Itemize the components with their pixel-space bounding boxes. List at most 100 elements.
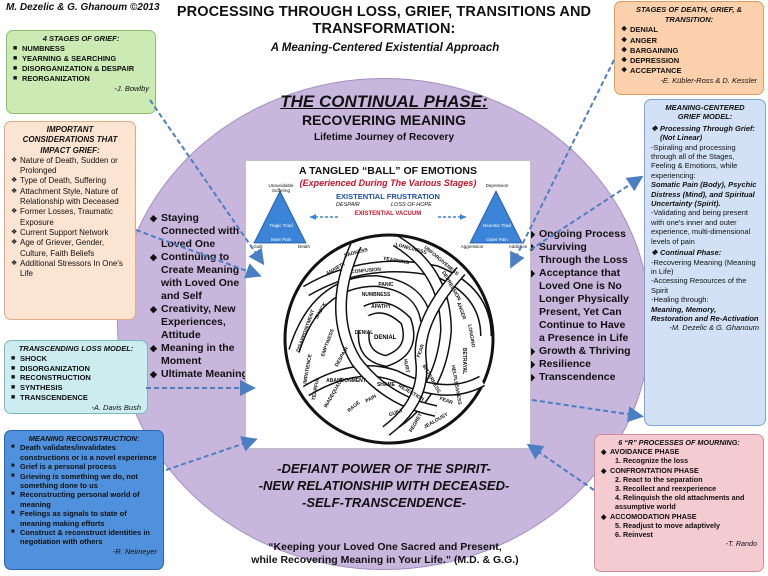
list-item: Grieving is something we do, not somethi… — [11, 472, 157, 491]
stages-of-death-box: STAGES OF DEATH, GRIEF, & TRANSITION: DE… — [614, 1, 764, 95]
loss-of-hope-label: LOSS OF HOPE — [391, 202, 432, 208]
triads-graphic — [253, 190, 523, 244]
section-title-text: Continual Phase: — [660, 248, 722, 258]
list-item: ANGER — [621, 36, 757, 46]
diamond-icon: ◆ — [601, 465, 607, 475]
emotion-label: PAIN — [364, 393, 378, 405]
attribution: -R. Neimeyer — [112, 546, 157, 556]
attribution: -J. Bowlby — [114, 84, 149, 93]
considerations-heading: IMPACT GRIEF: — [40, 145, 100, 155]
list-item: DEPRESSION — [621, 56, 757, 66]
stages-of-death-heading: STAGES OF DEATH, GRIEF, & — [636, 5, 742, 14]
emotion-label: SHAME — [376, 382, 396, 388]
emotion-label: GUILT — [388, 407, 404, 419]
emotion-label: DEPRESSION — [440, 270, 462, 302]
defiant-block: -DEFIANT POWER OF THE SPIRIT- -NEW RELAT… — [220, 460, 548, 511]
meaning-reconstruction-box: MEANING RECONSTRUCTION: Death validates/… — [4, 430, 164, 570]
neurotic-label: Neurotic Triad — [482, 223, 511, 228]
phase-title: THE CONTINUAL PHASE: — [280, 92, 488, 111]
emotion-label: PANIC — [378, 282, 394, 288]
left-bullet: Meaning in the Moment — [150, 342, 250, 368]
emotion-label: LONGING — [466, 323, 476, 349]
defiant-line: -SELF-TRANSCENDENCE- — [302, 495, 466, 510]
ball-subtitle: (Experienced During The Various Stages) — [299, 178, 477, 188]
emotion-label: HURT — [401, 358, 411, 374]
section-title: ❖Processing Through Grief: (Not Linear) — [651, 124, 759, 143]
emotion-label: IMPATIENCE — [302, 353, 314, 385]
attribution: -A. Davis Bush — [91, 402, 141, 412]
left-bullets: Staying Connected with Loved One Continu… — [150, 212, 250, 381]
emotion-label: APATHY — [371, 304, 391, 310]
six-r-processes-box: 6 “R” PROCESSES OF MOURNING: ◆AVOIDANCE … — [594, 434, 764, 572]
transcending-heading: TRANSCENDING LOSS MODEL: — [18, 344, 134, 353]
phase-item: 5. Readjust to move adaptively — [615, 520, 721, 530]
left-bullet: Ultimate Meaning — [150, 368, 250, 381]
diamond-icon: ◆ — [601, 511, 607, 521]
list-item: RECONSTRUCTION — [11, 373, 141, 383]
phase-subtitle: RECOVERING MEANING — [301, 112, 467, 128]
emotion-label: JEALOUSY — [422, 411, 450, 431]
section-text: -Accessing Resources of the Spirit — [651, 276, 747, 295]
list-item: ACCEPTANCE — [621, 66, 757, 76]
diamond-icon: ❖ — [651, 123, 658, 133]
list-item: DENIAL — [621, 25, 757, 35]
emotion-label: BITTERNESS — [420, 363, 442, 395]
emotion-label: FEAR — [415, 343, 427, 359]
existential-frustration: EXISTENTIAL FRUSTRATION — [336, 192, 440, 201]
section-text: -Healing through: — [651, 295, 709, 305]
list-item: REORGANIZATION — [13, 74, 149, 84]
right-bullet: Ongoing Process — [528, 228, 631, 241]
existential-vacuum: EXISTENTIAL VACUUM — [354, 211, 422, 217]
defiant-line: -NEW RELATIONSHIP WITH DECEASED- — [258, 478, 510, 493]
arrow-head — [460, 214, 466, 220]
list-item: Construct & reconstruct identities in ne… — [11, 528, 157, 547]
tragic-triad-triangle — [253, 190, 307, 244]
tragic-right: Death — [297, 244, 310, 249]
phase-title-text: AVOIDANCE PHASE — [610, 447, 680, 457]
list-item: Grief is a personal process — [11, 462, 157, 472]
emotion-label: ANGER — [455, 301, 467, 321]
right-bullet: Resilience — [528, 358, 631, 371]
list-item: Type of Death, Suffering — [11, 176, 129, 187]
list-item: Additional Stressors In One's Life — [11, 259, 129, 280]
list-item: Death validates/invalidates construction… — [11, 443, 157, 462]
left-bullet: Continuing to Create Meaning with Loved … — [150, 251, 250, 303]
arrow-head — [310, 214, 316, 220]
neurotic-left: Aggression — [460, 244, 484, 249]
list-item: DISORGANIZATION & DESPAIR — [13, 64, 149, 74]
section-text: -Validating and being present with one's… — [651, 208, 751, 246]
stages-of-death-heading: TRANSITION: — [664, 15, 714, 25]
emotion-label: REGRET — [408, 412, 424, 434]
ball-title: A TANGLED “BALL” OF EMOTIONS — [299, 165, 477, 177]
transcending-loss-box: TRANSCENDING LOSS MODEL: SHOCK DISORGANI… — [4, 340, 148, 414]
title-line-2: TRANSFORMATION: — [312, 21, 456, 37]
emotion-label: BETRAYAL — [461, 347, 467, 375]
ribbon-inner — [289, 276, 431, 353]
left-bullet: Creativity, New Experiences, Attitude — [150, 303, 250, 342]
emotion-label: DISAPPOINTMENT — [295, 308, 317, 354]
phase-title: ◆ACCOMODATION PHASE — [601, 512, 757, 521]
six-r-heading: 6 “R” PROCESSES OF MOURNING: — [618, 438, 740, 447]
list-item: Current Support Network — [11, 228, 129, 239]
list-item: Former Losses, Traumatic Exposure — [11, 207, 129, 228]
emotion-label: CONFUSION — [350, 266, 382, 276]
despair-label: DESPAIR — [336, 202, 360, 208]
list-item: NUMBNESS — [13, 44, 149, 54]
ribbon-inner — [359, 303, 413, 366]
copyright: M. Dezelic & G. Ghanoum ©2013 — [6, 2, 160, 13]
emotion-label: SADNESS — [343, 246, 369, 260]
right-bullet: Surviving Through the Loss — [528, 241, 631, 267]
list-item: YEARNING & SEARCHING — [13, 54, 149, 64]
quote-line-1: “Keeping your Loved One Sacred and Prese… — [268, 541, 502, 553]
ribbon-inner — [303, 366, 485, 395]
ribbon-inner — [383, 267, 465, 435]
left-bullet: Staying Connected with Loved One — [150, 212, 250, 251]
meaning-model-heading: GRIEF MODEL: — [677, 112, 733, 122]
denial-label: DENIAL — [374, 335, 397, 341]
list-item: BARGAINING — [621, 46, 757, 56]
quote-line-2: while Recovering Meaning in Your Life.” … — [251, 554, 519, 566]
considerations-heading: CONSIDERATIONS THAT — [22, 135, 118, 145]
list-item: Attachment Style, Nature of Relationship… — [11, 187, 129, 208]
neurotic-base: Outer Pain — [486, 237, 508, 242]
